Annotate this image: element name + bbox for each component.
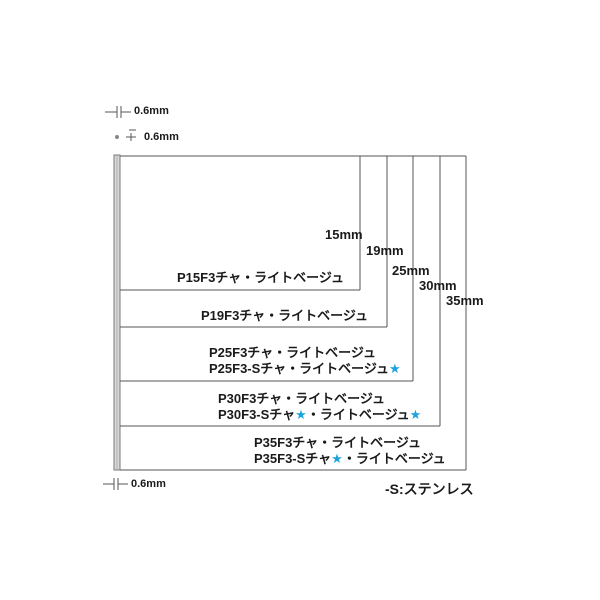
length-label-30: 30mm <box>419 278 457 293</box>
bottom-dimension-marker <box>103 478 128 490</box>
length-brackets <box>120 156 467 471</box>
product-label-p25: P25F3チャ・ライトベージュ <box>209 345 377 360</box>
length-label-25: 25mm <box>392 263 430 278</box>
stainless-star-icon: ★ <box>409 407 422 422</box>
head-dimension-marker <box>115 129 136 141</box>
length-label-19: 19mm <box>366 243 404 258</box>
product-label-p30s: P30F3-Sチャ★・ライトベージュ★ <box>218 408 421 421</box>
stainless-star-icon: ★ <box>331 451 343 466</box>
product-label-p35s-text-b: ・ライトベージュ <box>342 451 446 466</box>
product-label-p30s-text-b: ・ライトベージュ <box>306 407 410 422</box>
product-label-p30: P30F3チャ・ライトベージュ <box>218 391 386 406</box>
product-label-p15: P15F3チャ・ライトベージュ <box>177 270 345 285</box>
bottom-width-label: 0.6mm <box>131 478 166 490</box>
stainless-star-icon: ★ <box>295 407 307 422</box>
head-thickness-label: 0.6mm <box>134 105 169 117</box>
top-dimension-marker <box>105 106 131 118</box>
product-label-p35s-text-a: P35F3-Sチャ <box>254 451 332 466</box>
length-label-35: 35mm <box>446 293 484 308</box>
product-label-p25s-text: P25F3-Sチャ・ライトベージュ <box>209 361 390 376</box>
product-label-p35: P35F3チャ・ライトベージュ <box>254 435 422 450</box>
length-label-15: 15mm <box>325 227 363 242</box>
shank-width-label: 0.6mm <box>144 131 179 143</box>
product-label-p30s-text-a: P30F3-Sチャ <box>218 407 296 422</box>
stainless-legend: -S:ステンレス <box>385 481 474 497</box>
stainless-star-icon: ★ <box>389 361 401 376</box>
product-label-p25s: P25F3-Sチャ・ライトベージュ★ <box>209 362 401 375</box>
product-label-p19: P19F3チャ・ライトベージュ <box>201 308 369 323</box>
nail-shank <box>113 154 121 471</box>
product-label-p35s: P35F3-Sチャ★・ライトベージュ <box>254 452 446 465</box>
